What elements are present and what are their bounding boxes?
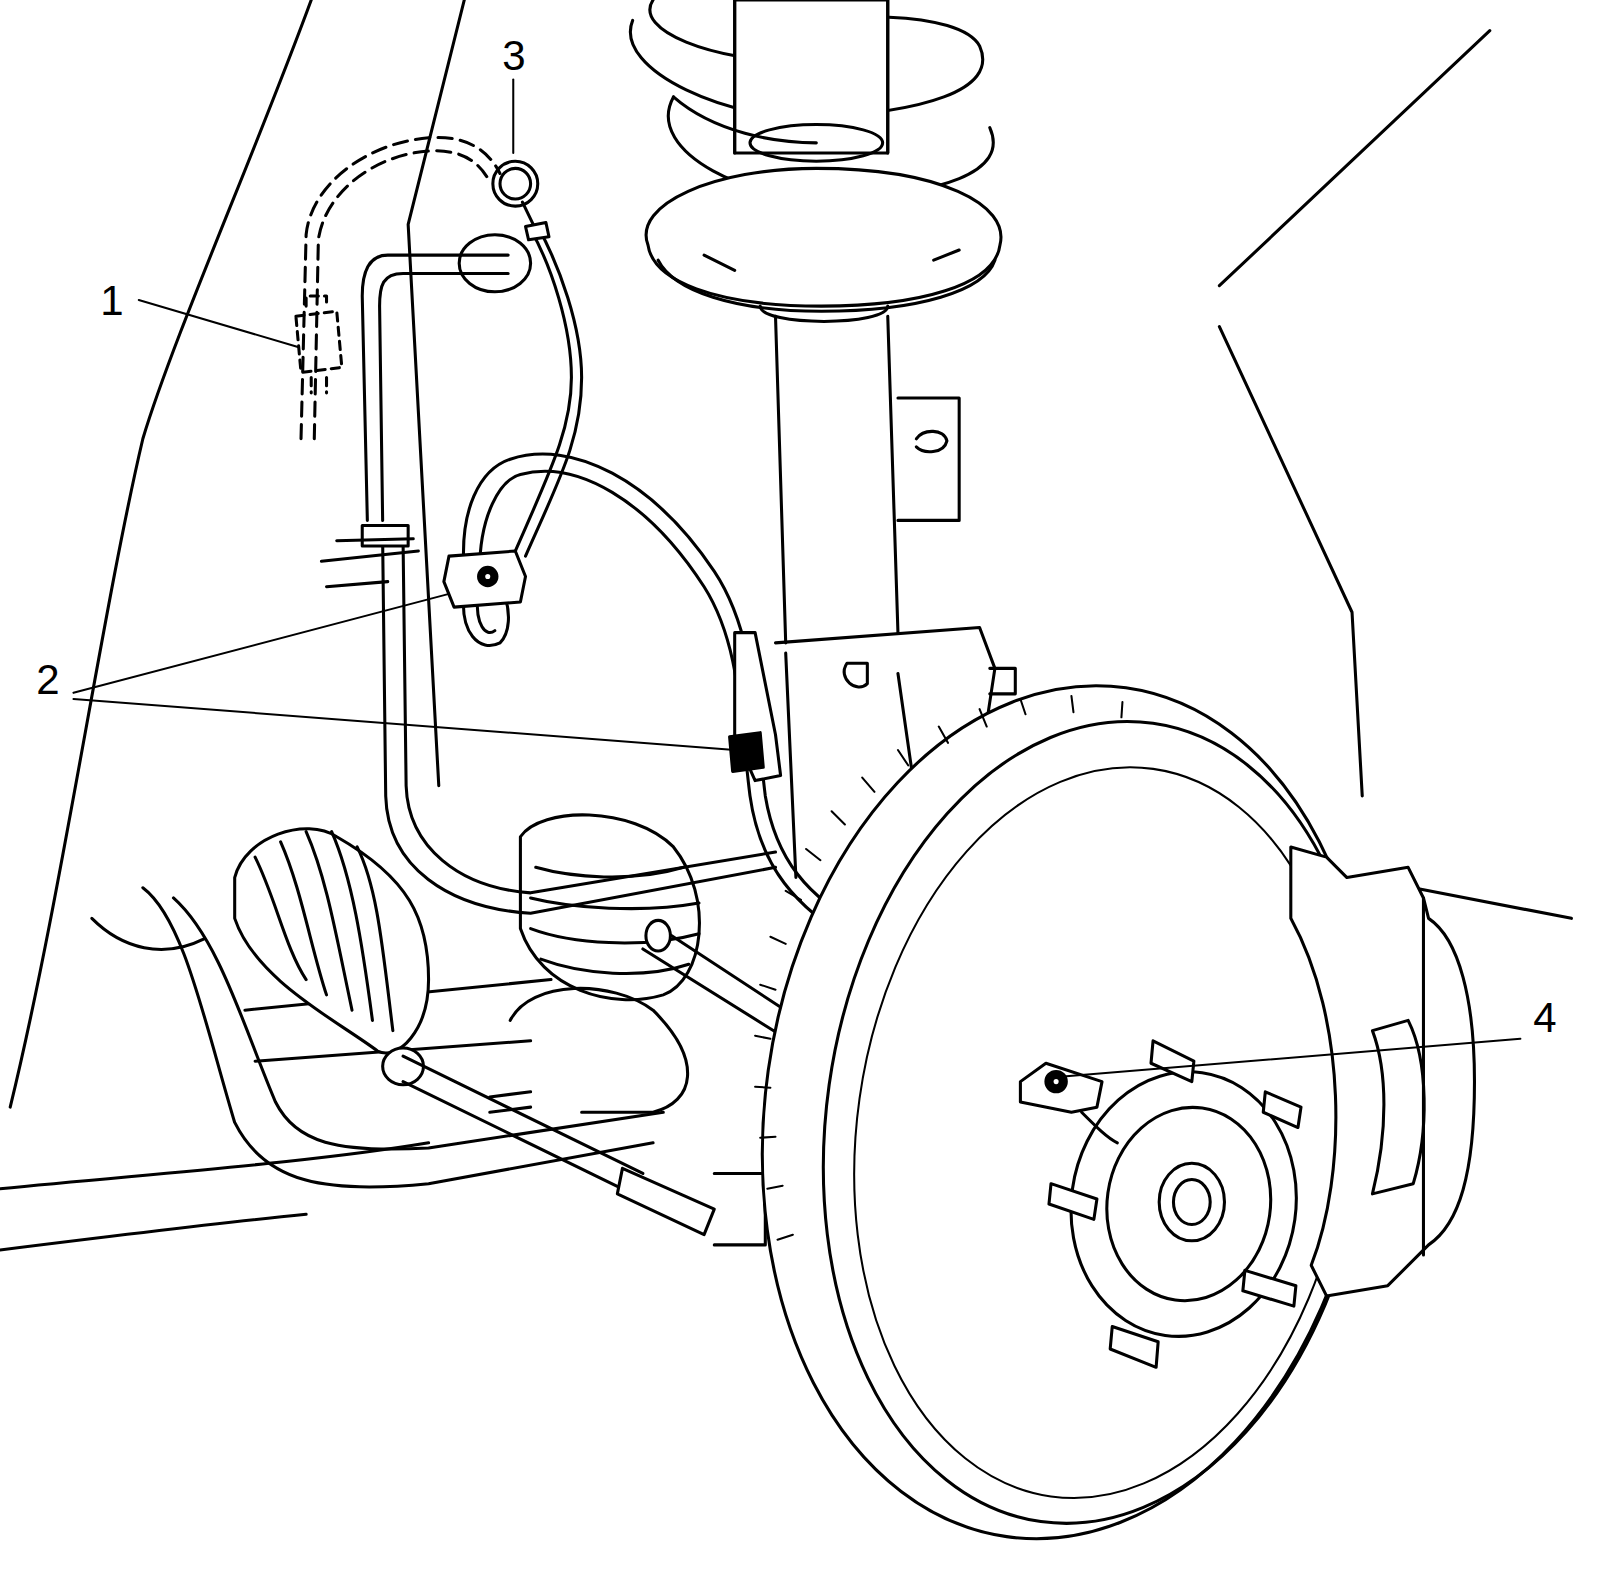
body-outline: [0, 1214, 306, 1250]
brake-caliper: [1291, 847, 1475, 1296]
body-outline: [1219, 31, 1489, 286]
wire-clip: [444, 551, 781, 781]
body-outline: [1413, 888, 1571, 919]
body-outline: [408, 0, 464, 786]
callout-number: 1: [97, 279, 126, 323]
callout-number: 2: [33, 658, 62, 702]
body-outline: [1219, 327, 1362, 796]
leader-line: [73, 80, 1520, 1077]
callout-number: 3: [499, 34, 528, 78]
callout-number: 4: [1530, 996, 1559, 1040]
brake-hose: [321, 235, 775, 914]
brake-disc: [709, 646, 1424, 1572]
harness-connector: [296, 296, 342, 393]
spring-seat: [646, 168, 1001, 311]
